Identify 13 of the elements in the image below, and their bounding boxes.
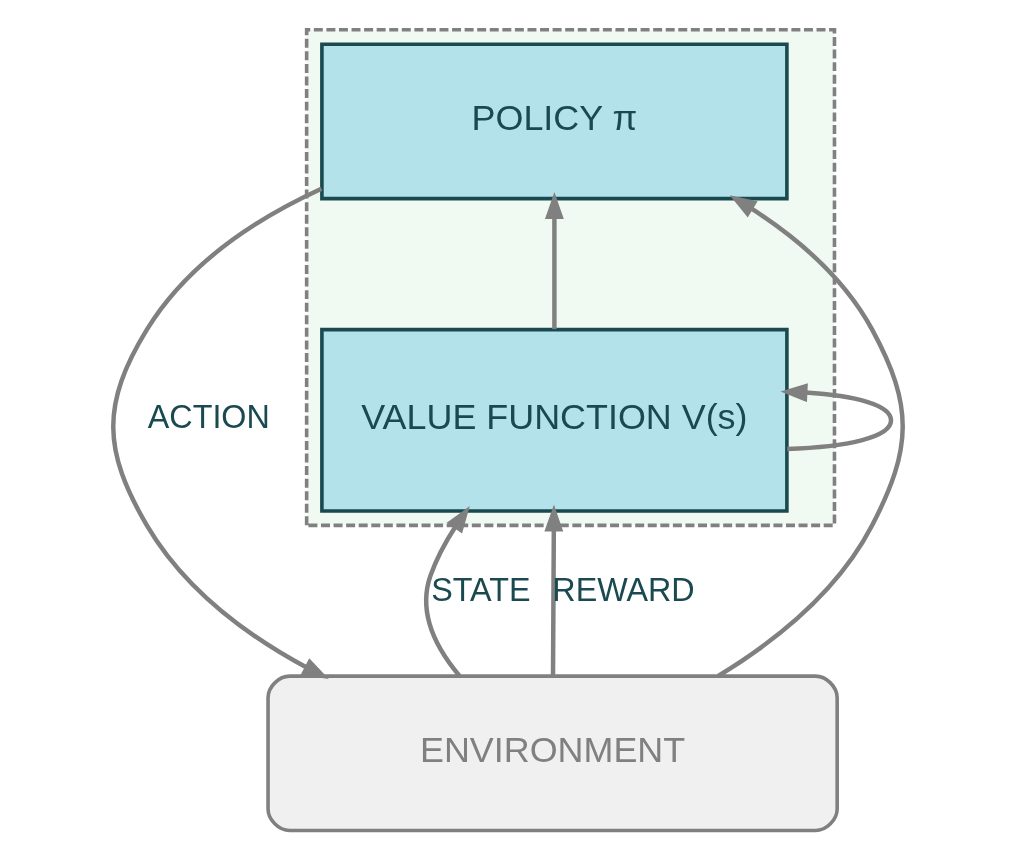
node-box: ENVIRONMENT	[266, 674, 839, 833]
arrow	[780, 383, 894, 452]
arrow	[111, 186, 329, 680]
arrow	[544, 192, 564, 330]
edge-label: REWARD	[552, 572, 695, 609]
arrow	[544, 504, 564, 676]
node-box: POLICY π	[320, 42, 789, 201]
edge-label: STATE	[431, 572, 531, 609]
node-box: VALUE FUNCTION V(s)	[320, 327, 789, 513]
arrow	[424, 506, 470, 678]
cluster	[304, 28, 837, 528]
arrow	[717, 195, 905, 678]
edge-label: ACTION	[147, 399, 270, 436]
